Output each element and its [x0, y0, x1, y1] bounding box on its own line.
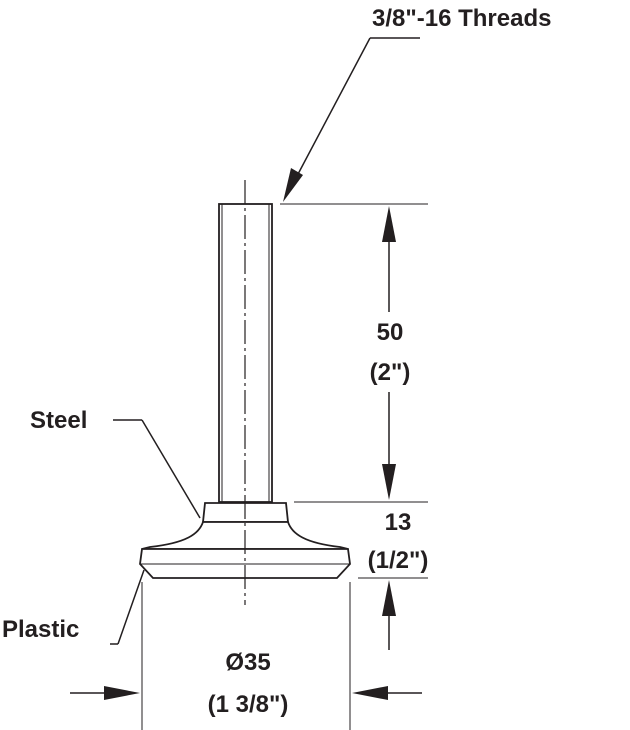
steel-callout: Steel: [30, 407, 201, 519]
threads-callout: 3/8"-16 Threads: [283, 5, 551, 202]
diameter-in-label: (1 3/8"): [208, 691, 289, 718]
steel-leader-diagonal: [141, 419, 201, 519]
threads-label: 3/8"-16 Threads: [372, 5, 551, 32]
arrow-right-icon: [104, 686, 140, 700]
plastic-leader-diagonal: [117, 569, 145, 645]
steel-label: Steel: [30, 407, 87, 434]
base-height-dimension: 13 (1/2"): [368, 509, 429, 650]
stud-body: [218, 203, 273, 503]
diameter-dimension: Ø35 (1 3/8"): [70, 649, 422, 718]
base-arrow-up-icon: [382, 580, 396, 616]
arrow-left-icon: [352, 686, 388, 700]
height-in-label: (2"): [370, 359, 411, 386]
threads-leader-diagonal: [296, 37, 371, 177]
diameter-mm-label: Ø35: [225, 649, 270, 676]
plastic-label: Plastic: [2, 616, 79, 643]
threaded-stud: [218, 203, 273, 503]
plastic-callout: Plastic: [2, 569, 145, 645]
base-mm-label: 13: [385, 509, 412, 536]
arrow-up-icon: [382, 206, 396, 242]
arrow-down-icon: [382, 464, 396, 500]
threads-arrow-icon: [283, 168, 303, 202]
height-mm-label: 50: [377, 319, 404, 346]
base-in-label: (1/2"): [368, 547, 429, 574]
plastic-pad: [139, 548, 351, 579]
height-dimension: 50 (2"): [370, 206, 411, 500]
